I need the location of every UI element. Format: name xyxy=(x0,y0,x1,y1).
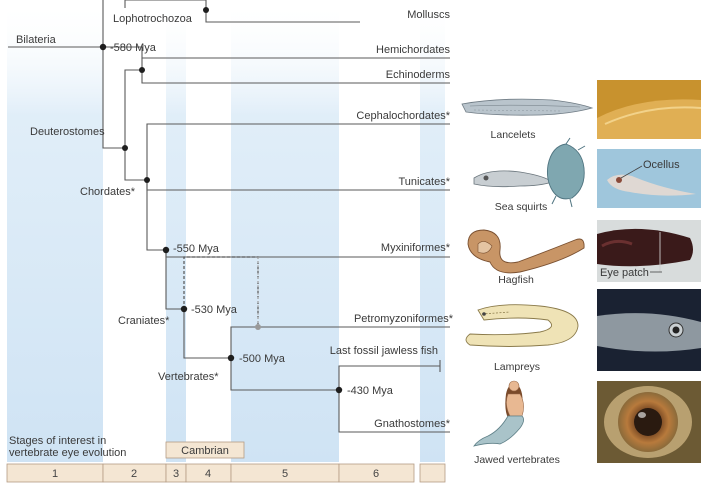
stage-band-7 xyxy=(420,0,445,462)
photo-jawed-vertebrate-eye xyxy=(597,381,701,463)
taxon-petromyzoniformes: Petromyzoniformes* xyxy=(354,313,454,325)
label-vertebrates: Vertebrates* xyxy=(158,371,219,383)
label-mya-580: -580 Mya xyxy=(110,42,157,54)
caption-lancelets: Lancelets xyxy=(491,129,536,141)
stage-band-5 xyxy=(231,0,339,462)
branch-alt-hypothesis xyxy=(183,256,259,327)
label-deuterostomes: Deuterostomes xyxy=(30,126,105,138)
hagfish-illustration xyxy=(467,229,585,274)
caption-hagfish: Hagfish xyxy=(498,274,534,286)
stage-6 xyxy=(338,463,415,483)
stage-number-3: 3 xyxy=(173,468,179,480)
taxon-molluscs: Molluscs xyxy=(407,9,450,21)
sea-squirt-illustration xyxy=(473,137,586,208)
node-olfactores xyxy=(162,246,170,254)
cambrian-box xyxy=(165,441,245,459)
label-craniates: Craniates* xyxy=(118,315,170,327)
branch-olfactores xyxy=(146,180,166,251)
stage-bands xyxy=(7,0,445,462)
node-bilateria xyxy=(99,43,107,51)
photo-lamprey xyxy=(597,289,701,371)
label-chordates: Chordates* xyxy=(80,186,136,198)
label-eye-patch: Eye patch xyxy=(600,267,649,279)
taxon-cephalochordates: Cephalochordates* xyxy=(356,110,450,122)
branch-deuterostome-stem xyxy=(102,47,125,149)
branch-gnathostome-stem xyxy=(230,358,339,391)
branch-top xyxy=(124,0,206,8)
label-bilateria: Bilateria xyxy=(16,34,57,46)
mermaid-illustration xyxy=(473,380,524,447)
stage-number-4: 4 xyxy=(205,468,211,480)
lamprey-illustration xyxy=(465,304,579,347)
ocellus-spot xyxy=(616,177,622,183)
photo-panels: Ocellus Eye patch xyxy=(597,80,702,463)
label-mya-430: -430 Mya xyxy=(347,385,394,397)
branch-ambulacraria xyxy=(124,69,142,148)
cambrian-label: Cambrian xyxy=(181,445,229,457)
caption-jawed-vertebrates: Jawed vertebrates xyxy=(474,454,560,466)
node-gnathostomes xyxy=(335,386,343,394)
taxon-myxiniformes: Myxiniformes* xyxy=(381,242,451,254)
photo-sea-squirt-larva: Ocellus xyxy=(597,149,701,208)
taxon-last-fossil: Last fossil jawless fish xyxy=(330,345,438,357)
node-craniates xyxy=(180,305,188,313)
photo-lancelet xyxy=(597,80,702,139)
branch-lophotrochozoa xyxy=(102,0,360,47)
taxa-labels: Molluscs Hemichordates Echinoderms Cepha… xyxy=(330,9,454,430)
label-lophotrochozoa: Lophotrochozoa xyxy=(113,13,193,25)
stage-caption-line2: vertebrate eye evolution xyxy=(9,447,126,459)
node-labels: Lophotrochozoa Bilateria -580 Mya Deuter… xyxy=(16,13,394,397)
node-chordates xyxy=(144,177,150,183)
animal-illustrations: Lancelets Sea squirts Hagfish Lampreys xyxy=(461,98,594,466)
stage-band-3 xyxy=(166,0,186,462)
photo-hagfish: Eye patch xyxy=(597,220,701,282)
stage-7 xyxy=(419,463,446,483)
branch-craniates xyxy=(165,250,184,310)
node-ambulacraria xyxy=(139,67,145,73)
stage-legend: Stages of interest in vertebrate eye evo… xyxy=(6,435,446,483)
caption-sea-squirts: Sea squirts xyxy=(495,201,548,213)
stage-band-1 xyxy=(7,0,103,462)
stage-caption-line1: Stages of interest in xyxy=(9,435,106,447)
node-deuterostomes xyxy=(122,145,128,151)
taxon-gnathostomes: Gnathostomes* xyxy=(374,418,451,430)
stage-number-2: 2 xyxy=(131,468,137,480)
node-cyclostomes-alt xyxy=(255,324,261,330)
node-lophotrochozoa xyxy=(203,7,209,13)
label-ocellus: Ocellus xyxy=(643,159,680,171)
taxon-hemichordates: Hemichordates xyxy=(376,44,450,56)
label-mya-500: -500 Mya xyxy=(239,353,286,365)
stage-number-1: 1 xyxy=(52,468,58,480)
stage-number-5: 5 xyxy=(282,468,288,480)
stage-number-6: 6 xyxy=(373,468,379,480)
label-mya-550: -550 Mya xyxy=(173,243,220,255)
caption-lampreys: Lampreys xyxy=(494,361,540,373)
branch-last-fossil xyxy=(338,360,441,390)
branch-vertebrates xyxy=(183,309,231,359)
branch-gnathostomes xyxy=(338,390,450,433)
node-vertebrates xyxy=(227,354,235,362)
taxon-tunicates: Tunicates* xyxy=(398,176,450,188)
taxon-echinoderms: Echinoderms xyxy=(386,69,451,81)
label-mya-530: -530 Mya xyxy=(191,304,238,316)
branch-hemichordates xyxy=(103,46,450,59)
tree-branches xyxy=(8,0,450,433)
node-dots xyxy=(99,7,343,394)
lancelet-illustration xyxy=(461,98,594,116)
branch-petromyzoniformes xyxy=(230,326,450,358)
